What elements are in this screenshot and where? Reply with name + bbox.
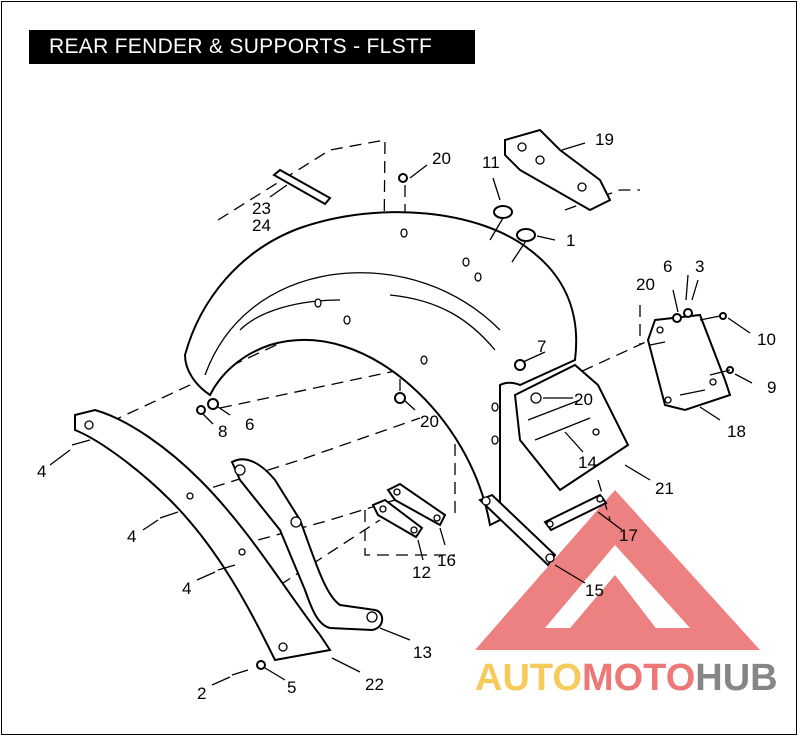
callout-7: 7 [537,337,546,356]
callout-6: 6 [245,415,254,434]
license-bracket [513,363,630,492]
callout-15: 15 [585,581,604,600]
callout-20: 20 [574,390,593,409]
callout-14: 14 [578,453,597,472]
strut-plate-16 [386,482,447,527]
watermark-logo [475,490,760,650]
callout-24: 24 [252,216,271,235]
callout-16: 16 [437,551,456,570]
callout-18: 18 [727,422,746,441]
callout-11: 11 [482,153,500,172]
leader-lines [49,142,753,686]
callout-5: 5 [287,678,296,697]
hardware [71,173,734,676]
callout-labels: 1 2 3 4 4 4 5 6 6 7 8 9 10 11 12 13 14 1… [37,130,776,703]
callout-21: 21 [655,479,674,498]
strut-plate-12 [371,498,424,539]
callout-3: 3 [695,257,704,276]
svg-text:AUTOMOTOHUB: AUTOMOTOHUB [475,657,778,699]
callout-6: 6 [663,257,672,276]
fender-support-left [74,408,332,662]
studs [489,205,536,263]
callout-22: 22 [365,675,384,694]
watermark-moto: MOTO [582,657,695,699]
callout-1: 1 [566,231,575,250]
callout-12: 12 [412,563,431,582]
diagram-title: REAR FENDER & SUPPORTS - FLSTF [29,30,475,64]
link-15 [478,493,557,567]
seat-plate-19 [504,128,612,212]
link-17 [543,493,608,532]
callout-9: 9 [767,378,776,397]
callout-19: 19 [595,130,614,149]
callout-4: 4 [182,579,191,598]
callout-20: 20 [432,149,451,168]
callout-8: 8 [218,422,227,441]
callout-20: 20 [636,275,655,294]
callout-4: 4 [127,527,136,546]
callout-4: 4 [37,462,46,481]
callout-20: 20 [420,412,439,431]
callout-23: 23 [252,199,271,218]
callout-17: 17 [619,526,638,545]
side-plate-18 [646,313,732,412]
watermark-text: AUTOMOTOHUB [475,657,778,699]
callout-10: 10 [757,330,776,349]
fender-support-13 [230,458,384,632]
watermark-hub: HUB [695,657,777,699]
rear-fender [183,211,578,527]
callout-13: 13 [413,643,432,662]
callout-2: 2 [197,684,206,703]
bar-23-24 [272,168,332,206]
watermark-auto: AUTO [475,657,582,699]
